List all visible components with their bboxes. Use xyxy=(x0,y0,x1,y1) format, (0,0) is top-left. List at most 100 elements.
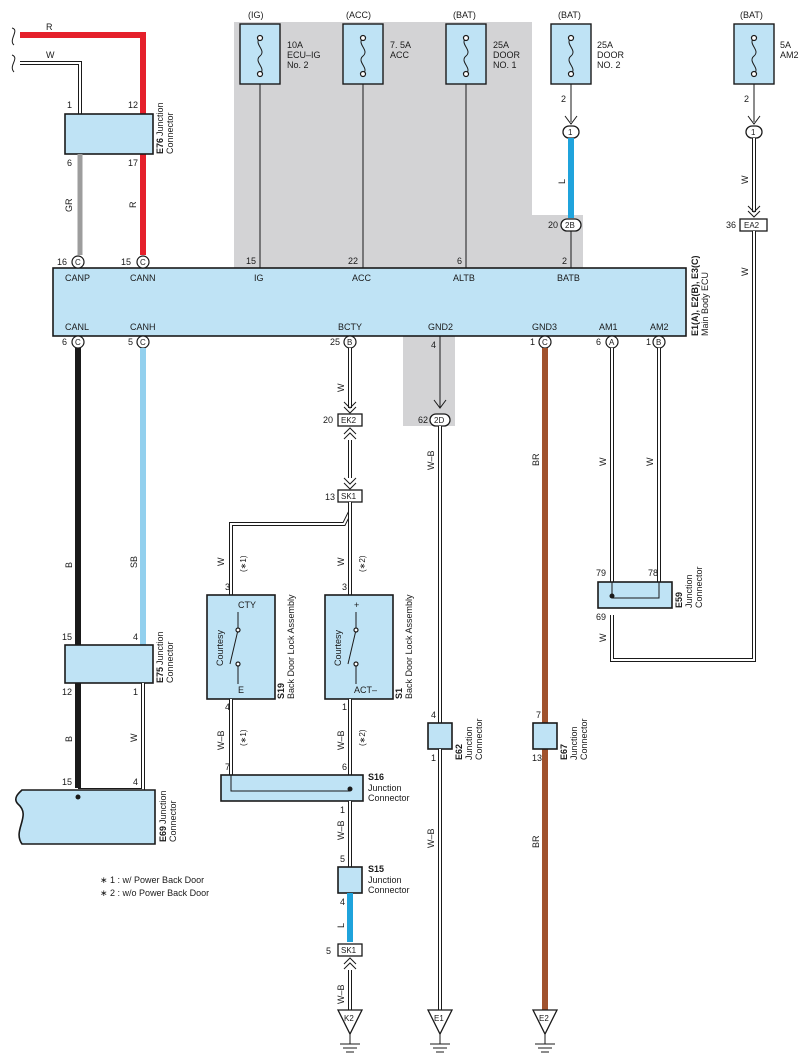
e76-pin-6: 6 xyxy=(67,158,72,168)
ecu-pin-conn: C xyxy=(75,258,81,267)
e62-pin-4: 4 xyxy=(431,710,436,720)
ecu-pin-conn: C xyxy=(542,338,548,347)
connector-arrow xyxy=(343,401,357,414)
ecu-pin-1: 1 xyxy=(530,337,535,347)
fuse-name: DOOR xyxy=(493,50,521,60)
connector-arrow xyxy=(564,115,578,125)
wire-break-mark xyxy=(11,27,16,73)
s16-junction-connector: 7 6 1 S16 Junction Connector xyxy=(220,762,410,815)
ecu-pin-6-am1: 6 xyxy=(596,337,601,347)
e75-pin-1: 1 xyxy=(133,687,138,697)
e59-junction-connector: 79 78 69 E59 Junction Connector xyxy=(596,566,704,622)
ecu-pin-conn: A xyxy=(609,338,615,347)
pin-62: 62 xyxy=(418,415,428,425)
fuse-name: ECU–IG xyxy=(287,50,321,60)
s15-pin-4: 4 xyxy=(340,897,345,907)
e62-desc: Junction xyxy=(464,726,474,760)
fuse-source-bat: (BAT) xyxy=(453,10,476,20)
ecu-label-gnd3: GND3 xyxy=(532,322,557,332)
fuse-source-bat: (BAT) xyxy=(558,10,581,20)
fuse-rating: 5A xyxy=(780,40,791,50)
ecu-pin-conn: C xyxy=(140,338,146,347)
connector-ek2 xyxy=(337,413,363,427)
s16-desc: Junction xyxy=(368,783,402,793)
fuse-name-2: No. 2 xyxy=(287,60,309,70)
wire-w-label: W xyxy=(336,557,346,566)
s1-term-act: ACT– xyxy=(354,685,377,695)
wire-wb-label: W–B xyxy=(426,828,436,848)
fuse-pin: 2 xyxy=(744,94,749,104)
connector-2b-label: 2B xyxy=(565,221,575,230)
note-ref-1: (∗1) xyxy=(239,555,248,572)
wire-wb-label: W–B xyxy=(336,730,346,750)
ecu-pin-25: 25 xyxy=(330,337,340,347)
fuse-door-no2: (BAT) 25A DOOR NO. 2 2 xyxy=(550,10,625,104)
s19-term-e: E xyxy=(238,685,244,695)
e69-pin-4: 4 xyxy=(133,777,138,787)
ecu-pin-22: 22 xyxy=(348,256,358,266)
wire-w: W xyxy=(20,50,82,115)
wire-wb-label: W–B xyxy=(426,450,436,470)
connector-sk1-bottom-label: SK1 xyxy=(341,946,357,955)
fuse-pin: 2 xyxy=(561,94,566,104)
ecu-label-batb: BATB xyxy=(557,273,580,283)
ecu-label-bcty: BCTY xyxy=(338,322,362,332)
connector-arrow xyxy=(747,115,761,125)
ecu-pin-2: 2 xyxy=(562,256,567,266)
wire-r: R xyxy=(20,22,146,255)
pin-20-ek2: 20 xyxy=(323,415,333,425)
ecu-pin-conn: B xyxy=(347,338,352,347)
ecu-pin-conn: B xyxy=(656,338,661,347)
ground-e1-label: E1 xyxy=(434,1014,444,1023)
fuse-door-no1: (BAT) 25A DOOR NO. 1 xyxy=(445,10,521,85)
ground-k2-label: K2 xyxy=(344,1014,354,1023)
pin-13: 13 xyxy=(325,492,335,502)
e67-desc2: Connector xyxy=(579,718,589,760)
e59-desc: Junction xyxy=(684,574,694,608)
s19-pin-4: 4 xyxy=(225,702,230,712)
connector-arrow xyxy=(343,477,357,490)
connector-arrow xyxy=(433,399,447,409)
ecu-name: Main Body ECU xyxy=(700,272,710,336)
ecu-pin-1-am2: 1 xyxy=(646,337,651,347)
fuse-am2: (BAT) 5A AM2 2 xyxy=(733,10,799,104)
e75-pin-15: 15 xyxy=(62,632,72,642)
note-2: ∗ 2 : w/o Power Back Door xyxy=(100,888,209,898)
wire-l-label: L xyxy=(557,179,567,184)
fuse-source-bat: (BAT) xyxy=(740,10,763,20)
e76-junction-connector: 1 12 6 17 E76 Junction Connector xyxy=(64,100,175,168)
s15-pin-5: 5 xyxy=(340,854,345,864)
ecu-pin-4: 4 xyxy=(431,340,436,350)
e67-code: E67 xyxy=(559,744,569,760)
e59-pin-69: 69 xyxy=(596,612,606,622)
e76-pin-12: 12 xyxy=(128,100,138,110)
e69-code: E69 xyxy=(158,826,168,842)
fuse-source-ig: (IG) xyxy=(248,10,264,20)
s19-code: S19 xyxy=(276,683,286,699)
wire-br-label: BR xyxy=(531,453,541,466)
connector-arrow xyxy=(343,427,357,440)
ecu-label-canp: CANP xyxy=(65,273,90,283)
s1-pin-1: 1 xyxy=(342,702,347,712)
ecu-label-gnd2: GND2 xyxy=(428,322,453,332)
connector-arrow xyxy=(747,205,761,218)
pin-20: 20 xyxy=(548,220,558,230)
ground-e1: E1 xyxy=(426,1009,454,1053)
s15-desc2: Connector xyxy=(368,885,410,895)
e59-desc2: Connector xyxy=(694,566,704,608)
connector-ek2-label: EK2 xyxy=(341,416,357,425)
fuse-name-2: NO. 2 xyxy=(597,60,621,70)
e69-junction-connector: 15 4 E69 Junction Connector xyxy=(15,777,178,845)
e75-pin-12: 12 xyxy=(62,687,72,697)
fuse-name: DOOR xyxy=(597,50,625,60)
wire-w-label: W xyxy=(216,557,226,566)
ecu-label-am2: AM2 xyxy=(650,322,669,332)
note-1: ∗ 1 : w/ Power Back Door xyxy=(100,875,204,885)
ecu-label-cann: CANN xyxy=(130,273,156,283)
wire-wb-label: W–B xyxy=(216,730,226,750)
s1-code: S1 xyxy=(394,688,404,699)
e59-code: E59 xyxy=(674,592,684,608)
s1-back-door-lock-assembly: 3 1 + ACT– Courtesy S1 Back Door Lock As… xyxy=(324,582,414,712)
e75-desc2: Connector xyxy=(165,641,175,683)
